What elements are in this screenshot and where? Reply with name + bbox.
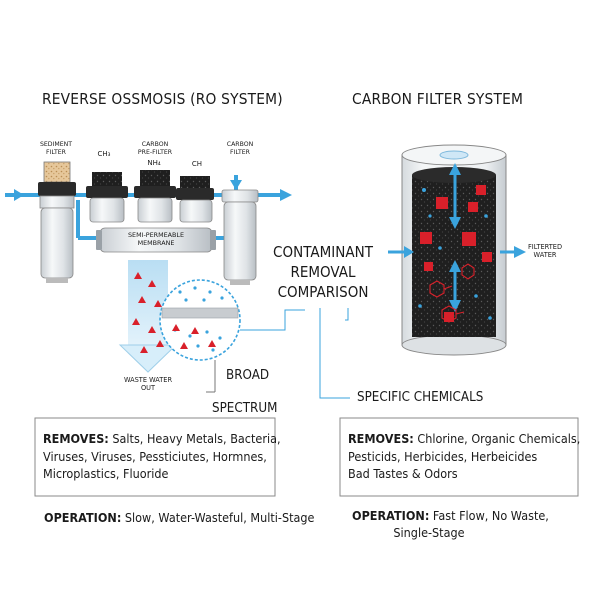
carbon-removes-line2: Pesticids, Herbicides, Herbeicides [348, 448, 538, 464]
comparison-title-line1: CONTAMINANT [273, 243, 373, 261]
bracket-lines [206, 360, 216, 393]
carbon-pre-filter-1 [86, 172, 128, 223]
carbon-operation-line2: Single-Stage [393, 525, 465, 540]
carbon-water-arrows [388, 163, 526, 312]
carbon-prefilter-line2: PRE-FILTER [137, 148, 173, 156]
ro-flow-arrows [14, 180, 292, 201]
ro-operation-text: Slow, Water-Wasteful, Multi-Stage [121, 510, 315, 525]
filtered-label-line1: FILTERTED [527, 243, 563, 251]
nh4-label: NH₄ [147, 159, 161, 167]
ro-operation-label: OPERATION: [44, 510, 122, 525]
comparison-title-line3: COMPARISON [277, 283, 369, 301]
carbon-operation: OPERATION: Fast Flow, No Waste, Single-S… [352, 507, 549, 541]
ro-removes-text: REMOVES: Salts, Heavy Metals, Bacteria, … [43, 430, 281, 483]
ch-label: CH [191, 160, 203, 168]
carbon-removes-text: REMOVES: Chlorine, Organic Chemicals, Pe… [348, 430, 580, 483]
ro-removes-box [34, 417, 276, 497]
waste-water-label: WASTE WATER OUT [113, 376, 183, 392]
waste-label-line1: WASTE WATER [123, 376, 173, 384]
sediment-label-line2: FILTER [46, 148, 66, 156]
ro-operation: OPERATION: Slow, Water-Wasteful, Multi-S… [44, 509, 314, 526]
carbon-filter-line1: CARBON [226, 141, 254, 148]
ch3-label: CH₃ [97, 150, 111, 158]
ro-removes-line2: Viruses, Viruses, Pessticiutes, Hormnes, [43, 448, 267, 464]
carbon-removes-box [339, 417, 579, 497]
carbon-prefilter-line1: CARBON [141, 141, 169, 148]
sediment-label-line1: SEDIMENT [39, 141, 73, 148]
filtered-water-label: FILTERTED WATER [524, 243, 566, 259]
comparison-title-line2: REMOVAL [290, 263, 356, 281]
carbon-pre-filter-3 [176, 176, 214, 223]
waste-contaminants [132, 272, 164, 353]
connector-lines [240, 308, 350, 399]
sediment-filter [38, 161, 76, 283]
waste-water-column [118, 260, 178, 373]
carbon-removes-label: REMOVES: [348, 431, 414, 446]
carbon-removes-line3: Bad Tastes & Odors [348, 466, 458, 481]
carbon-filter-line2: FILTER [230, 148, 250, 156]
carbon-molecules [429, 263, 475, 323]
carbon-prefilter-label: CARBON PRE-FILTER [132, 141, 178, 156]
broad-label: BROAD [226, 368, 270, 383]
ro-removes-item1: Salts, Heavy Metals, Bacteria, [108, 431, 281, 446]
carbon-contaminants [420, 185, 492, 322]
carbon-filter-label: CARBON FILTER [222, 141, 258, 156]
sediment-filter-label: SEDIMENT FILTER [36, 141, 76, 156]
membrane-label-line1: SEMI-PERMEABLE [127, 231, 185, 239]
carbon-water-dots [418, 188, 492, 320]
ro-removes-line3: Microplastics, Fluoride [43, 466, 169, 481]
membrane-label: SEMI-PERMEABLE MEMBRANE [106, 231, 206, 247]
carbon-pre-filter-2 [134, 170, 176, 223]
membrane-magnifier [159, 279, 241, 361]
carbon-operation-label: OPERATION: [352, 508, 430, 523]
membrane-label-line2: MEMBRANE [137, 238, 175, 247]
carbon-filter-housing [221, 189, 259, 285]
carbon-operation-line1: OPERATION: Fast Flow, No Waste, [352, 507, 549, 524]
ro-title: REVERSE OSSMOSIS (RO SYSTEM) [42, 90, 283, 108]
semi-permeable-membrane [96, 227, 216, 253]
carbon-operation-text1: Fast Flow, No Waste, [429, 508, 549, 523]
waste-label-line2: OUT [140, 383, 156, 392]
ro-removes-label: REMOVES: [43, 431, 109, 446]
ro-removes-line1: REMOVES: Salts, Heavy Metals, Bacteria, [43, 430, 281, 448]
spectrum-label: SPECTRUM [212, 401, 278, 416]
specific-chemicals-label: SPECIFIC CHEMICALS [357, 390, 484, 405]
filtered-label-line2: WATER [533, 250, 557, 259]
carbon-removes-line1: REMOVES: Chlorine, Organic Chemicals, [348, 430, 580, 448]
carbon-removes-item1: Chlorine, Organic Chemicals, [413, 431, 581, 446]
comparison-title: CONTAMINANT REMOVAL COMPARISON [265, 242, 382, 302]
carbon-title: CARBON FILTER SYSTEM [352, 90, 524, 108]
